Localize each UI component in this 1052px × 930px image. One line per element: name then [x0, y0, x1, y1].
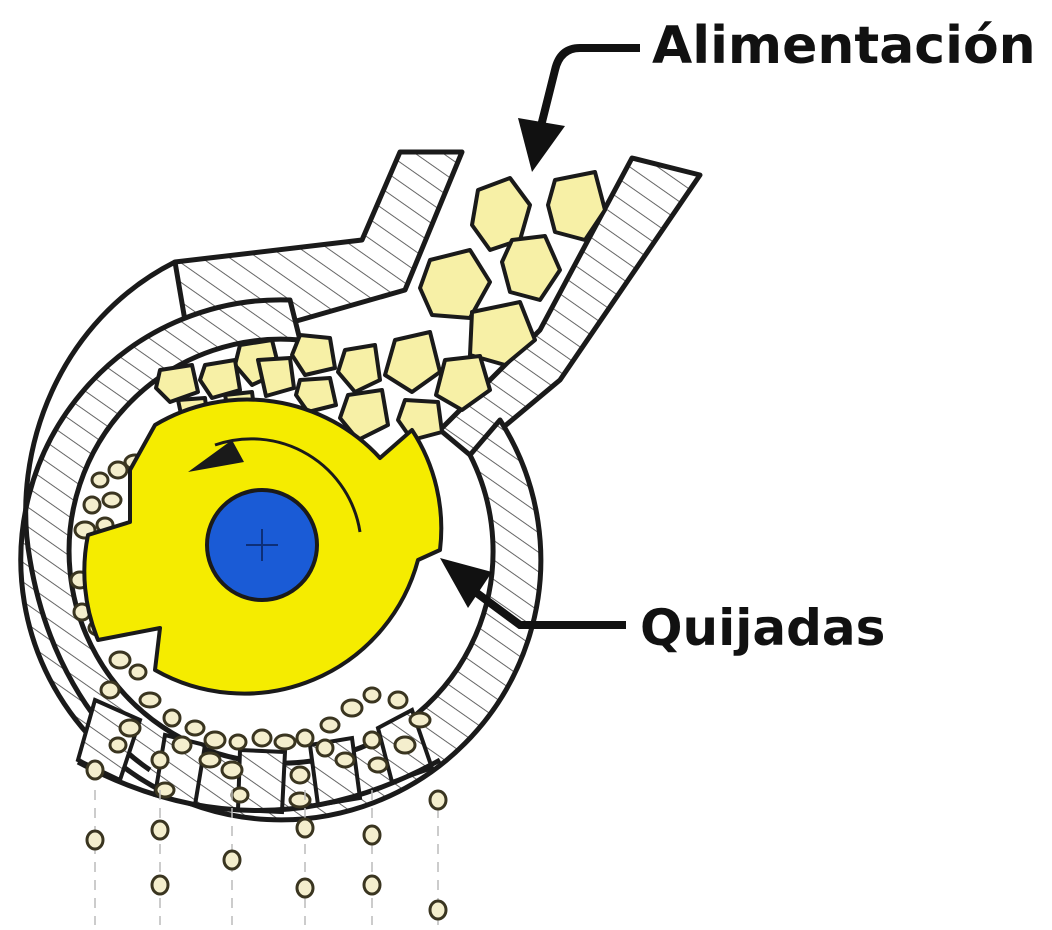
falling-pellet	[297, 819, 313, 837]
pellet	[164, 710, 180, 726]
feed-label: Alimentación	[652, 16, 1036, 76]
rock	[502, 236, 560, 300]
pellet	[200, 753, 220, 767]
feed-arrow-head	[518, 118, 565, 172]
pellet	[364, 688, 380, 702]
pellet	[120, 720, 140, 736]
pellet	[173, 737, 191, 753]
pellet	[140, 693, 160, 707]
pellet	[364, 732, 380, 748]
pellet	[156, 783, 174, 797]
pellet	[186, 721, 204, 735]
pellet	[230, 735, 246, 749]
rotor	[84, 400, 441, 694]
rock	[156, 365, 198, 402]
falling-pellet	[87, 761, 103, 779]
rock	[292, 335, 335, 375]
rock	[420, 250, 490, 318]
pellet	[205, 732, 225, 748]
pellet	[232, 788, 248, 802]
pellet	[92, 473, 108, 487]
grate-bar	[238, 750, 285, 812]
arrow-down-left-icon	[540, 48, 640, 130]
pellet	[253, 730, 271, 746]
falling-pellet	[364, 826, 380, 844]
pellet	[275, 735, 295, 749]
pellet	[130, 665, 146, 679]
falling-pellet	[152, 821, 168, 839]
pellet	[101, 682, 119, 698]
pellet	[110, 738, 126, 752]
pellet	[84, 497, 100, 513]
pellet	[336, 753, 354, 767]
rock	[338, 345, 380, 392]
pellet	[291, 767, 309, 783]
falling-pellet	[224, 851, 240, 869]
pellet	[152, 752, 168, 768]
pellet	[222, 762, 242, 778]
pellet	[297, 730, 313, 746]
pellet	[110, 652, 130, 668]
falling-pellet	[152, 876, 168, 894]
pellet	[317, 740, 333, 756]
jaws-label: Quijadas	[640, 599, 885, 657]
falling-pellet	[87, 831, 103, 849]
rock	[385, 332, 440, 392]
falling-pellet	[297, 879, 313, 897]
pellet	[103, 493, 121, 507]
pellet	[410, 713, 430, 727]
pellet	[321, 718, 339, 732]
pellet	[395, 737, 415, 753]
pellet	[342, 700, 362, 716]
pellet	[290, 793, 310, 807]
falling-pellet	[364, 876, 380, 894]
falling-pellet	[430, 901, 446, 919]
falling-pellet	[430, 791, 446, 809]
rock	[258, 358, 294, 396]
pellet	[369, 758, 387, 772]
pellet	[389, 692, 407, 708]
feed-callout: Alimentación	[518, 16, 1036, 172]
